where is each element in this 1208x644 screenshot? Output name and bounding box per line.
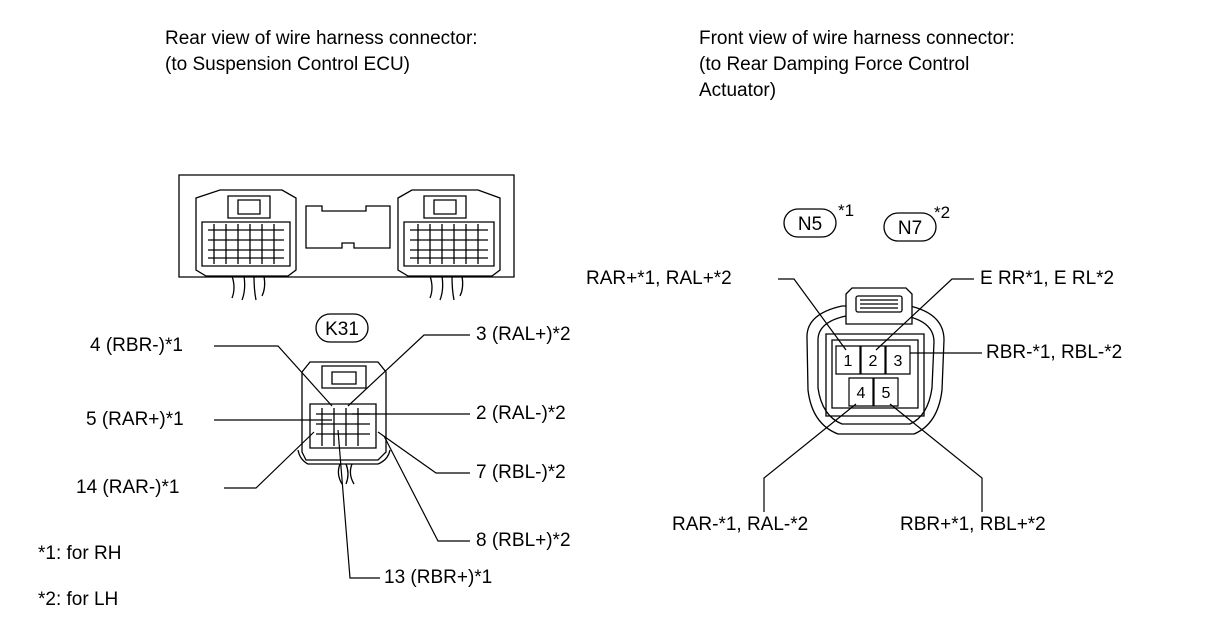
k31-leader-lines bbox=[214, 335, 470, 578]
svg-text:5: 5 bbox=[882, 385, 891, 402]
pin-cell-4: 4 bbox=[849, 378, 873, 406]
actuator-pin-cells: 1 2 3 4 5 bbox=[836, 346, 910, 406]
right-title-line3: Actuator) bbox=[699, 80, 777, 101]
footnote-rh: *1: for RH bbox=[38, 543, 122, 564]
k31-connector-tag: K31 bbox=[316, 314, 368, 342]
actuator-leader-lines bbox=[764, 279, 982, 512]
leader-act-pin-2 bbox=[876, 279, 974, 350]
leader-act-pin-4 bbox=[764, 404, 856, 512]
pin-cell-1: 1 bbox=[836, 346, 860, 374]
leader-pin-13 bbox=[338, 430, 380, 578]
leader-pin-3 bbox=[348, 335, 470, 406]
act-pin-1-label: RAR+*1, RAL+*2 bbox=[586, 268, 732, 289]
n5-connector-tag: N5 *1 bbox=[784, 201, 854, 237]
act-pin-3-label: RBR-*1, RBL-*2 bbox=[986, 342, 1123, 363]
leader-pin-7 bbox=[378, 432, 470, 473]
k31-pin-2-label: 2 (RAL-)*2 bbox=[476, 403, 566, 424]
svg-text:4: 4 bbox=[857, 385, 866, 402]
footnote-lh: *2: for LH bbox=[38, 589, 119, 610]
k31-pin-14-label: 14 (RAR-)*1 bbox=[76, 477, 180, 498]
n7-superscript: *2 bbox=[934, 203, 950, 222]
right-title-line1: Front view of wire harness connector: bbox=[699, 28, 1015, 49]
left-title-line2: (to Suspension Control ECU) bbox=[165, 54, 410, 75]
pin-cell-3: 3 bbox=[886, 346, 910, 374]
pin-cell-5: 5 bbox=[874, 378, 898, 406]
act-pin-2-label: E RR*1, E RL*2 bbox=[980, 268, 1115, 289]
k31-pin-5-label: 5 (RAR+)*1 bbox=[86, 409, 184, 430]
n7-code-text: N7 bbox=[898, 218, 922, 239]
svg-text:1: 1 bbox=[844, 353, 853, 370]
k31-connector-body bbox=[298, 362, 390, 484]
k31-pin-7-label: 7 (RBL-)*2 bbox=[476, 462, 566, 483]
ecu-connector-illustration bbox=[179, 175, 514, 300]
k31-pin-3-label: 3 (RAL+)*2 bbox=[476, 324, 571, 345]
k31-pin-8-label: 8 (RBL+)*2 bbox=[476, 530, 571, 551]
right-title-line2: (to Rear Damping Force Control bbox=[699, 54, 970, 75]
leader-act-pin-5 bbox=[890, 404, 982, 512]
k31-pin-4-label: 4 (RBR-)*1 bbox=[90, 335, 183, 356]
n7-connector-tag: N7 *2 bbox=[884, 203, 950, 241]
left-title-line1: Rear view of wire harness connector: bbox=[165, 28, 478, 49]
leader-pin-8 bbox=[384, 436, 470, 541]
leader-pin-4 bbox=[214, 346, 332, 406]
act-pin-4-label: RAR-*1, RAL-*2 bbox=[672, 514, 809, 535]
n5-superscript: *1 bbox=[838, 201, 854, 220]
k31-code-text: K31 bbox=[325, 319, 359, 340]
pin-cell-2: 2 bbox=[861, 346, 885, 374]
leader-act-pin-1 bbox=[778, 279, 846, 350]
act-pin-5-label: RBR+*1, RBL+*2 bbox=[900, 514, 1046, 535]
n5-code-text: N5 bbox=[798, 214, 822, 235]
svg-text:2: 2 bbox=[869, 353, 878, 370]
k31-pin-13-label: 13 (RBR+)*1 bbox=[384, 567, 493, 588]
leader-pin-14 bbox=[224, 432, 314, 488]
svg-text:3: 3 bbox=[894, 353, 903, 370]
